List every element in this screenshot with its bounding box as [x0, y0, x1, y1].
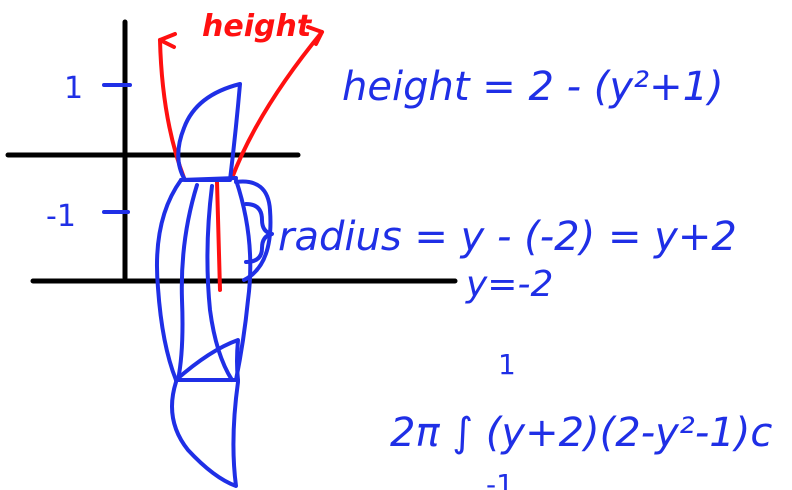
radius-formula: radius = y - (-2) = y+2 — [278, 214, 737, 260]
height-marker-label: height — [202, 9, 313, 44]
tick-label-neg-one: -1 — [46, 199, 76, 234]
integral-lower-limit: -1 — [486, 468, 514, 490]
shell-outer-left — [154, 178, 183, 382]
tick-label-one: 1 — [64, 71, 83, 106]
red-arrowhead-left — [158, 32, 177, 49]
y-axis-ticks — [102, 83, 132, 214]
integral-expression: 2π ∫ (y+2)(2-y²-1)c — [390, 410, 772, 456]
solid-sketch — [154, 82, 273, 488]
shell-mid — [205, 184, 234, 382]
integral-upper-limit: 1 — [498, 348, 516, 381]
upper-rim — [179, 176, 238, 182]
radius-bulge — [234, 179, 273, 282]
red-arrow-right — [230, 30, 324, 180]
height-formula: height = 2 - (y²+1) — [342, 64, 724, 110]
lower-cone — [174, 338, 240, 382]
axis-line-label: y=-2 — [465, 264, 553, 305]
shell-outer-right — [234, 178, 253, 382]
red-arrowhead-right — [306, 25, 324, 46]
shell-inner-left — [176, 183, 199, 382]
top-lobe — [176, 82, 242, 182]
bottom-lobe — [170, 380, 240, 488]
radius-brace — [244, 202, 274, 264]
red-vertical-segment — [215, 180, 222, 292]
